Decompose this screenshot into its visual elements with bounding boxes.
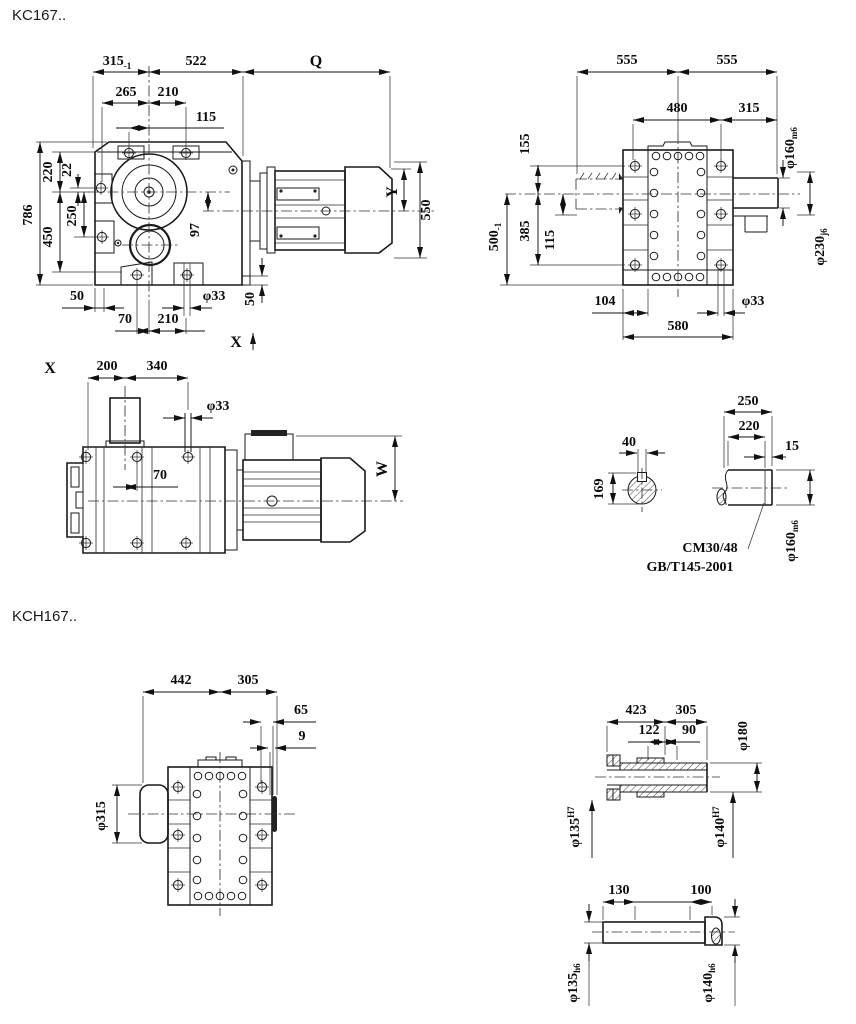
dim-220: 220 — [41, 162, 56, 183]
dim-315: 315-1 — [103, 54, 132, 71]
dim-50-right: 50 — [243, 292, 258, 306]
kc-front-view: 315-1 522 Q 265 210 115 786 220 22 — [21, 53, 434, 351]
dim-70: 70 — [153, 468, 167, 483]
dim-210-top: 210 — [158, 85, 179, 100]
dim-phi180: φ180 — [736, 721, 751, 751]
output-shaft-bore — [110, 153, 238, 267]
dimensions: 315-1 522 Q 265 210 115 786 220 22 — [21, 53, 434, 351]
kc-top-view: X — [44, 359, 403, 554]
kch-solid-shaft-view: 130 100 φ135h6 φ140h6 — [566, 883, 740, 1006]
hidden-hollow-shaft — [575, 172, 623, 214]
housing-outline — [66, 446, 226, 554]
output-shaft — [733, 177, 779, 233]
dim-580: 580 — [668, 319, 689, 334]
dim-480: 480 — [667, 101, 688, 116]
dim-90: 90 — [682, 723, 696, 738]
dim-phi160: φ160m6 — [784, 520, 800, 562]
dimensions: 200 340 φ33 70 W — [87, 359, 402, 501]
view-x-marker: X — [230, 334, 242, 351]
dim-130: 130 — [609, 883, 630, 898]
motor — [241, 160, 393, 286]
dim-Y: Y — [384, 186, 401, 198]
dimensions: 555 555 480 315 φ160m6 φ230j6 155 500-1 — [487, 53, 829, 340]
dim-22: 22 — [60, 163, 75, 177]
stud-phi33 — [184, 413, 192, 452]
dim-522: 522 — [186, 54, 207, 69]
dim-40: 40 — [622, 435, 636, 450]
dim-442: 442 — [171, 673, 192, 688]
dim-250: 250 — [65, 206, 80, 227]
dim-115: 115 — [543, 230, 558, 250]
dim-423: 423 — [626, 703, 647, 718]
dim-305: 305 — [676, 703, 697, 718]
dim-122: 122 — [639, 723, 660, 738]
kc-shaft-detail: 40 169 250 220 15 φ160m6 CM30/48 GB/T145… — [592, 394, 815, 575]
dim-450: 450 — [41, 227, 56, 248]
dim-305: 305 — [238, 673, 259, 688]
dim-65: 65 — [294, 703, 308, 718]
dimensions: 130 100 φ135h6 φ140h6 — [566, 883, 740, 1006]
dim-786: 786 — [21, 205, 36, 226]
dim-500: 500-1 — [487, 222, 503, 251]
dim-phi33: φ33 — [742, 294, 765, 309]
dim-340: 340 — [147, 359, 168, 374]
shaft-outline — [592, 916, 735, 946]
dim-555-left: 555 — [617, 53, 638, 68]
dim-50-left: 50 — [70, 289, 84, 304]
dim-Q: Q — [310, 53, 322, 70]
kc-side-view: 555 555 480 315 φ160m6 φ230j6 155 500-1 — [487, 53, 829, 340]
dim-70: 70 — [118, 312, 132, 327]
kch-hollow-shaft-view: 423 305 122 90 φ180 φ135H7 φ140H7 — [566, 703, 762, 858]
dim-phi315: φ315 — [94, 801, 109, 831]
center-hole-note-line1: CM30/48 — [682, 541, 737, 556]
dim-315: 315 — [739, 101, 760, 116]
dim-100: 100 — [691, 883, 712, 898]
dim-phi33: φ33 — [207, 399, 230, 414]
dim-104: 104 — [595, 294, 616, 309]
dim-210-bottom: 210 — [158, 312, 179, 327]
dim-555-right: 555 — [717, 53, 738, 68]
dim-250: 250 — [738, 394, 759, 409]
shaft-cross-section — [622, 468, 662, 512]
dim-220: 220 — [739, 419, 760, 434]
dim-15: 15 — [785, 439, 799, 454]
section-title-kch: KCH167.. — [12, 608, 77, 625]
dim-265: 265 — [116, 85, 137, 100]
dim-phi160: φ160m6 — [783, 127, 799, 169]
dim-phi140-H7: φ140H7 — [711, 806, 728, 848]
dim-phi135-H7: φ135H7 — [566, 806, 583, 848]
dimensions: 40 169 250 220 15 φ160m6 CM30/48 GB/T145… — [592, 394, 815, 575]
center-hole-note-line2: GB/T145-2001 — [646, 560, 733, 575]
dim-550: 550 — [419, 200, 434, 221]
dim-phi135-h6: φ135h6 — [566, 963, 582, 1003]
motor — [224, 430, 366, 551]
dim-97: 97 — [188, 223, 203, 237]
housing-outline — [139, 756, 277, 906]
dimensions: 423 305 122 90 φ180 φ135H7 φ140H7 — [566, 703, 762, 858]
dim-phi230: φ230j6 — [813, 228, 829, 266]
shaft-side-view — [712, 469, 790, 506]
dim-9: 9 — [299, 729, 306, 744]
dim-115: 115 — [196, 110, 216, 125]
view-x-label: X — [44, 360, 56, 377]
kch-front-view: 442 305 65 9 φ315 — [94, 673, 316, 916]
dimensions: 442 305 65 9 φ315 — [94, 673, 316, 844]
dim-phi140-h6: φ140h6 — [701, 963, 717, 1003]
dim-phi33: φ33 — [203, 289, 226, 304]
dim-169: 169 — [592, 479, 607, 500]
dim-155: 155 — [518, 134, 533, 155]
section-title-kc: KC167.. — [12, 7, 66, 24]
dim-200: 200 — [97, 359, 118, 374]
vertical-output-shaft — [105, 386, 145, 470]
dim-385: 385 — [518, 221, 533, 242]
dim-W: W — [374, 461, 391, 477]
hollow-shaft-section — [595, 754, 720, 801]
